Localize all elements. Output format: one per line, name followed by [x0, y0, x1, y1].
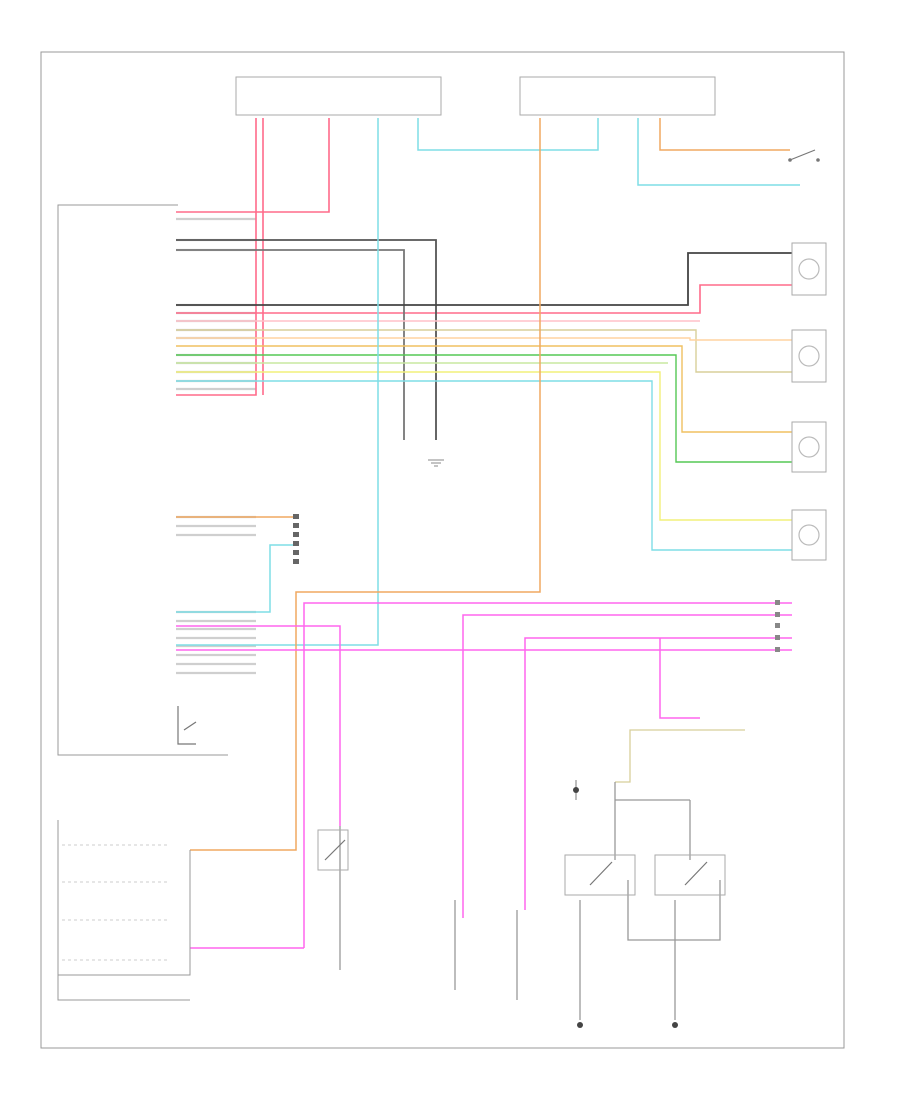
lr-wheel-speed-sensor [791, 509, 827, 561]
top-right-switch [788, 149, 820, 162]
cyan-wire-fuse [176, 118, 379, 646]
cyan-wire-lr [176, 380, 792, 551]
magenta-wire-2 [462, 614, 792, 918]
gray-wire-tie-2 [627, 880, 721, 941]
ground-symbol-center [428, 459, 444, 467]
module-pin-stubs [176, 217, 256, 675]
cyan-wire-module [176, 544, 296, 613]
red-wire-ignition [176, 118, 330, 213]
tan-wire-cruise [615, 729, 745, 783]
orange-wire-top [659, 118, 790, 151]
cyan-wire-top [417, 118, 599, 151]
red-wires [176, 118, 792, 396]
orange-wire-rr [176, 345, 792, 433]
instrument-cluster [57, 820, 191, 1001]
rf-wheel-speed-sensor [791, 329, 827, 383]
peach-wire [176, 337, 792, 341]
cyan-wires [176, 118, 800, 646]
stoplamp-switches [564, 854, 726, 896]
brake-switch [317, 829, 349, 871]
connector-c2 [293, 514, 299, 564]
magenta-wires [176, 602, 792, 949]
dark-wire-lf [176, 252, 792, 306]
fuse-block-right [519, 76, 716, 116]
rr-wheel-speed-sensor [791, 421, 827, 473]
ground-wire-1 [176, 239, 437, 440]
connector-right [775, 600, 780, 652]
magenta-wire-3 [176, 625, 341, 826]
orange-wires [176, 118, 790, 851]
magenta-wire-6 [659, 638, 700, 719]
orange-wire-main [190, 118, 541, 851]
lf-wheel-speed-sensor [791, 242, 827, 296]
ebcm-frame [57, 204, 228, 756]
wheel-sensor-wires [176, 320, 792, 551]
ground-wire-2 [176, 249, 405, 440]
magenta-wire-1 [303, 602, 792, 948]
ground-wires [176, 239, 792, 440]
cyan-wire-switch [637, 118, 800, 186]
lamp-icons [573, 787, 678, 1028]
page-frame [40, 51, 845, 1049]
red-wire-lf-sensor [176, 284, 792, 314]
yellow-wire-lr [176, 371, 792, 521]
magenta-wire-5 [524, 637, 792, 910]
tan-wire-rf [176, 329, 792, 373]
brake-fluid-switch [177, 706, 197, 745]
lower-wires [339, 729, 745, 1020]
red-wire-battery [176, 118, 257, 396]
fuse-block-left [235, 76, 442, 116]
wheel-speed-sensors [791, 242, 827, 561]
green-wire-rr [176, 354, 792, 463]
